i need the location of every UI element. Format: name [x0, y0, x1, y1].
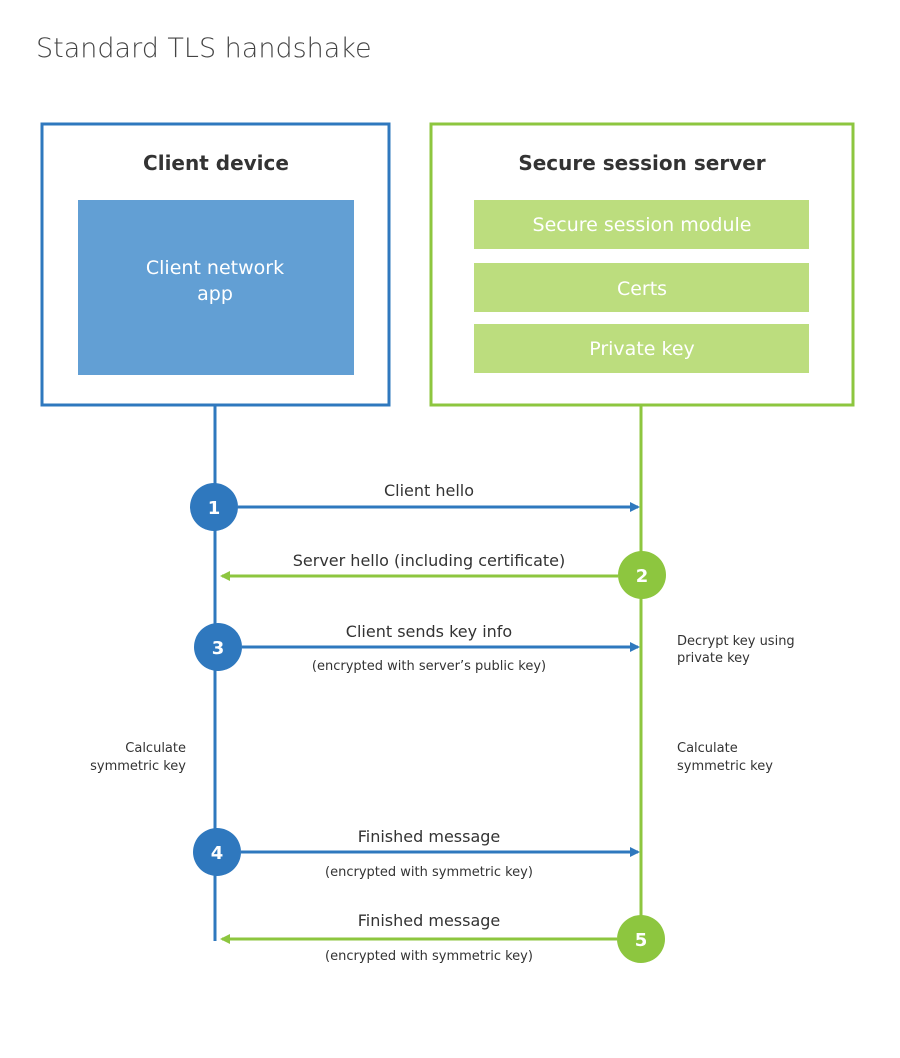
step-2-label: Server hello (including certificate): [293, 551, 565, 570]
certs-box: [474, 263, 809, 312]
step-3-sub: (encrypted with server’s public key): [312, 659, 546, 674]
client-app-label-line1: Client network: [146, 257, 284, 279]
client-device-title: Client device: [143, 151, 289, 175]
private-key-box: [474, 324, 809, 373]
step-5-label: Finished message: [358, 911, 501, 930]
server-calc-note-line2: symmetric key: [677, 759, 773, 774]
step-5-number: 5: [635, 930, 648, 951]
private-key-label: Private key: [589, 338, 695, 360]
step-4-badge: [193, 828, 241, 876]
step-1-badge: [190, 483, 238, 531]
secure-session-module-box: [474, 200, 809, 249]
step-4-sub: (encrypted with symmetric key): [325, 865, 533, 880]
step-2-badge: [618, 551, 666, 599]
step-5-sub: (encrypted with symmetric key): [325, 949, 533, 964]
module-label: Secure session module: [533, 214, 752, 236]
step-3-badge: [194, 623, 242, 671]
step-2-number: 2: [636, 566, 649, 587]
step-3-label: Client sends key info: [346, 622, 512, 641]
step-3-number: 3: [212, 638, 225, 659]
client-calc-note-line1: Calculate: [125, 741, 186, 756]
client-calc-note-line2: symmetric key: [90, 759, 186, 774]
step-4-label: Finished message: [358, 827, 501, 846]
step-5-badge: [617, 915, 665, 963]
step-4-number: 4: [211, 843, 224, 864]
server-title: Secure session server: [518, 151, 765, 175]
step-1-number: 1: [208, 498, 221, 519]
server-decrypt-note-line2: private key: [677, 651, 750, 666]
diagram-title: Standard TLS handshake: [36, 33, 372, 64]
server-calc-note-line1: Calculate: [677, 741, 738, 756]
client-network-app-box: [78, 200, 354, 375]
certs-label: Certs: [617, 278, 667, 300]
server-decrypt-note-line1: Decrypt key using: [677, 634, 795, 649]
client-app-label-line2: app: [197, 283, 233, 305]
client-device-box: [40, 122, 391, 407]
server-box: [429, 122, 855, 407]
step-1-label: Client hello: [384, 481, 474, 500]
